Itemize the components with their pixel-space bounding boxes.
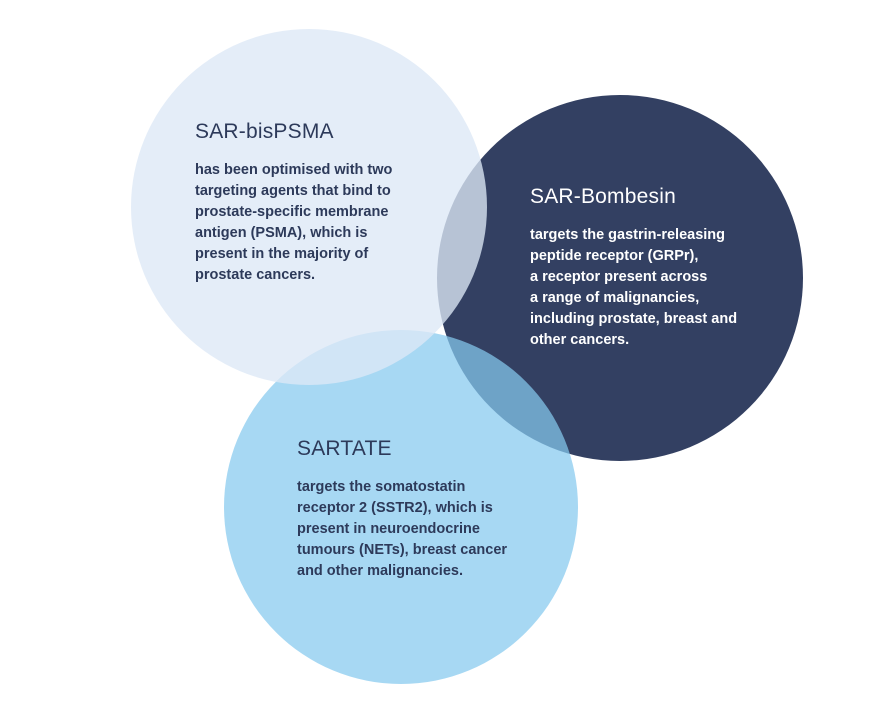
- sar-bispsma-title: SAR-bisPSMA: [195, 120, 334, 143]
- sar-bispsma-description: has been optimised with two targeting ag…: [195, 162, 393, 283]
- sar-bispsma-text: SAR-bisPSMA has been optimised with two …: [195, 120, 392, 286]
- circle-sar-bispsma: [131, 29, 487, 385]
- sar-bombesin-text: SAR-Bombesin targets the gastrin-releasi…: [530, 185, 737, 351]
- sartate-title: SARTATE: [297, 437, 392, 460]
- sar-bombesin-description: targets the gastrin-releasing peptide re…: [530, 227, 738, 348]
- sartate-text: SARTATE targets the somatostatin recepto…: [297, 437, 507, 582]
- circle-sar-bombesin: [437, 95, 803, 461]
- circle-sartate: [224, 330, 578, 684]
- sar-bombesin-title: SAR-Bombesin: [530, 185, 676, 208]
- sartate-description: targets the somatostatin receptor 2 (SST…: [297, 479, 508, 579]
